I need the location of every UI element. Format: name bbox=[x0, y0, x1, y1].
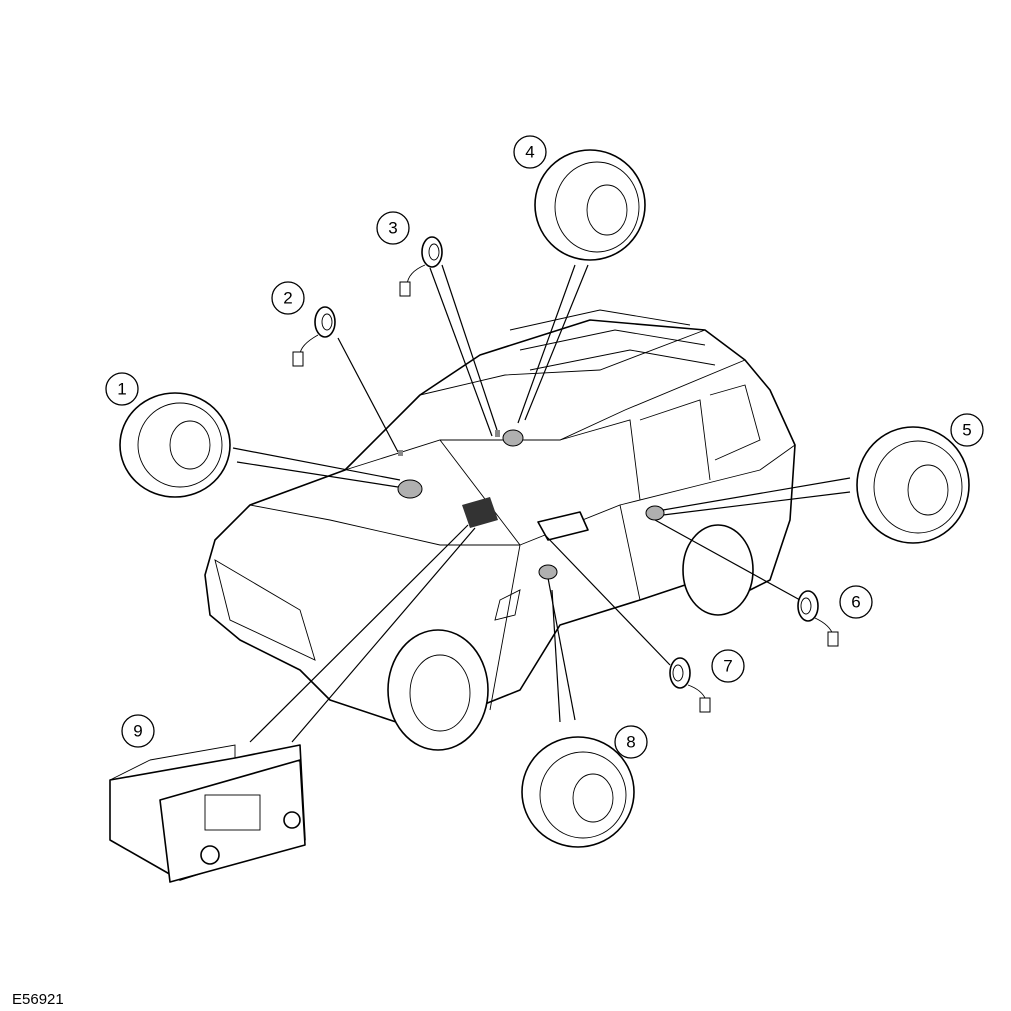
svg-text:9: 9 bbox=[133, 722, 142, 741]
installed-components bbox=[397, 429, 665, 580]
speaker-8 bbox=[521, 736, 635, 848]
vehicle-illustration bbox=[204, 309, 796, 751]
leader-lines bbox=[232, 264, 851, 743]
tweeter-3 bbox=[399, 236, 443, 297]
svg-text:3: 3 bbox=[388, 219, 397, 238]
svg-text:8: 8 bbox=[626, 733, 635, 752]
callout-1: 1 bbox=[105, 372, 139, 406]
svg-text:4: 4 bbox=[525, 143, 534, 162]
figure-id: E56921 bbox=[12, 991, 64, 1008]
speaker-5 bbox=[856, 426, 970, 544]
speaker-4 bbox=[534, 149, 646, 261]
callout-8: 8 bbox=[614, 725, 648, 759]
svg-text:2: 2 bbox=[283, 289, 292, 308]
svg-text:7: 7 bbox=[723, 657, 732, 676]
tweeter-2 bbox=[292, 306, 336, 367]
tweeter-6 bbox=[797, 590, 839, 647]
callout-2: 2 bbox=[271, 281, 305, 315]
callout-5: 5 bbox=[950, 413, 984, 447]
svg-text:6: 6 bbox=[851, 593, 860, 612]
svg-text:1: 1 bbox=[117, 380, 126, 399]
speaker-1 bbox=[119, 392, 231, 498]
tweeter-7 bbox=[669, 657, 711, 713]
callout-9: 9 bbox=[121, 714, 155, 748]
svg-text:5: 5 bbox=[962, 421, 971, 440]
callout-7: 7 bbox=[711, 649, 745, 683]
callout-4: 4 bbox=[513, 135, 547, 169]
audio-head-unit-9 bbox=[109, 744, 306, 883]
callout-6: 6 bbox=[839, 585, 873, 619]
callout-3: 3 bbox=[376, 211, 410, 245]
